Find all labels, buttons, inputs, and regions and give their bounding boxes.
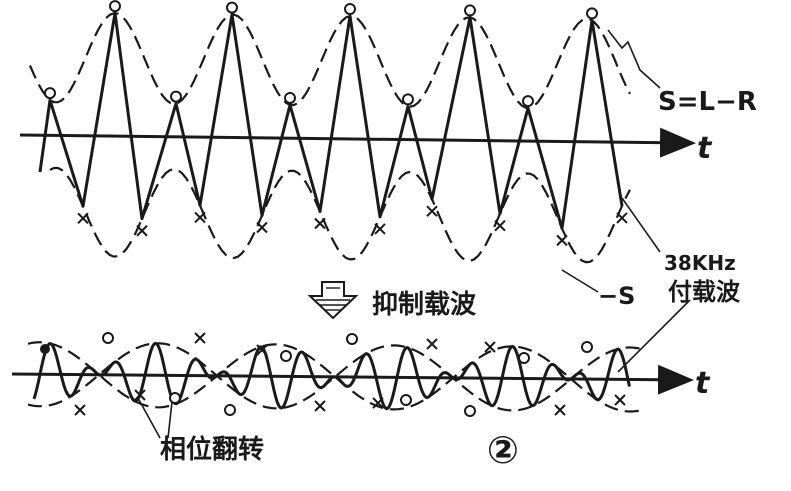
top-time-axis <box>19 127 696 158</box>
upper-peak-marker <box>464 4 476 17</box>
subcarrier-name-label: 付载波 <box>668 278 741 306</box>
bottom-peak-markers <box>74 332 626 417</box>
upper-peak-marker <box>109 0 121 13</box>
phase-leader-2 <box>167 401 173 439</box>
suppress-carrier-label: 抑制载波 <box>372 290 477 320</box>
subcarrier-leader-top <box>621 197 661 253</box>
top-panel: t S=L−R −S 38KHz 付载波 <box>19 0 757 310</box>
subcarrier-freq-label: 38KHz <box>664 251 736 275</box>
bottom-o-marker <box>169 392 181 404</box>
bottom-x-marker <box>614 394 626 406</box>
neg-signal-leader <box>561 269 599 293</box>
start-dot <box>40 344 50 354</box>
subcarrier-leader-bottom <box>617 299 691 373</box>
upper-peak-marker <box>226 1 238 14</box>
lower-peak-marker <box>194 211 206 224</box>
bottom-o-marker <box>518 352 530 364</box>
am-subcarrier-wave <box>38 11 624 230</box>
bottom-x-marker <box>372 397 384 409</box>
upper-envelope <box>28 12 631 109</box>
bottom-x-marker <box>314 400 326 412</box>
bottom-x-marker <box>256 344 268 356</box>
lower-peak-marker <box>556 234 568 247</box>
lower-peak-marker <box>494 219 506 232</box>
dsb-wave <box>32 341 631 411</box>
down-arrow-icon <box>307 281 359 320</box>
phase-leader-1 <box>137 397 161 439</box>
upper-peak-marker <box>44 87 56 100</box>
lower-peak-marker <box>426 205 438 217</box>
bottom-panel: t 相位翻转 ② <box>11 299 711 472</box>
lower-peak-marker <box>77 212 89 225</box>
bottom-o-marker <box>346 333 358 345</box>
bottom-o-marker <box>102 332 114 344</box>
upper-peak-marker <box>284 91 296 104</box>
upper-peak-marker <box>402 93 414 106</box>
diff-signal-label: S=L−R <box>658 87 757 117</box>
bottom-o-marker <box>581 341 593 353</box>
lower-peak-marker <box>256 221 268 234</box>
bottom-x-marker <box>554 404 566 416</box>
upper-peak-marker <box>586 7 598 20</box>
top-peak-markers <box>44 0 628 247</box>
upper-peak-marker <box>170 90 182 103</box>
bottom-x-marker <box>426 338 438 350</box>
upper-peak-marker <box>522 95 534 108</box>
bottom-x-marker <box>74 404 86 416</box>
bottom-x-marker <box>194 332 206 344</box>
phase-reversal-label: 相位翻转 <box>160 434 264 465</box>
bottom-envelope-positive <box>27 341 641 413</box>
neg-signal-label: −S <box>598 282 635 310</box>
bottom-o-marker <box>464 405 476 417</box>
lower-peak-marker <box>616 212 628 224</box>
diff-signal-leader <box>607 29 661 89</box>
top-time-label: t <box>697 131 713 166</box>
bottom-x-marker <box>134 389 146 401</box>
bottom-o-marker <box>400 394 412 406</box>
bottom-o-marker <box>280 350 292 362</box>
bottom-o-marker <box>224 404 236 416</box>
bottom-x-marker <box>484 341 496 353</box>
lower-peak-marker <box>314 217 326 230</box>
lower-peak-marker <box>136 225 148 237</box>
suppress-carrier-step: 抑制载波 <box>307 281 477 320</box>
upper-peak-marker <box>344 3 356 16</box>
bottom-time-label: t <box>695 366 711 401</box>
lower-peak-marker <box>374 223 386 235</box>
figure-number: ② <box>487 428 519 472</box>
